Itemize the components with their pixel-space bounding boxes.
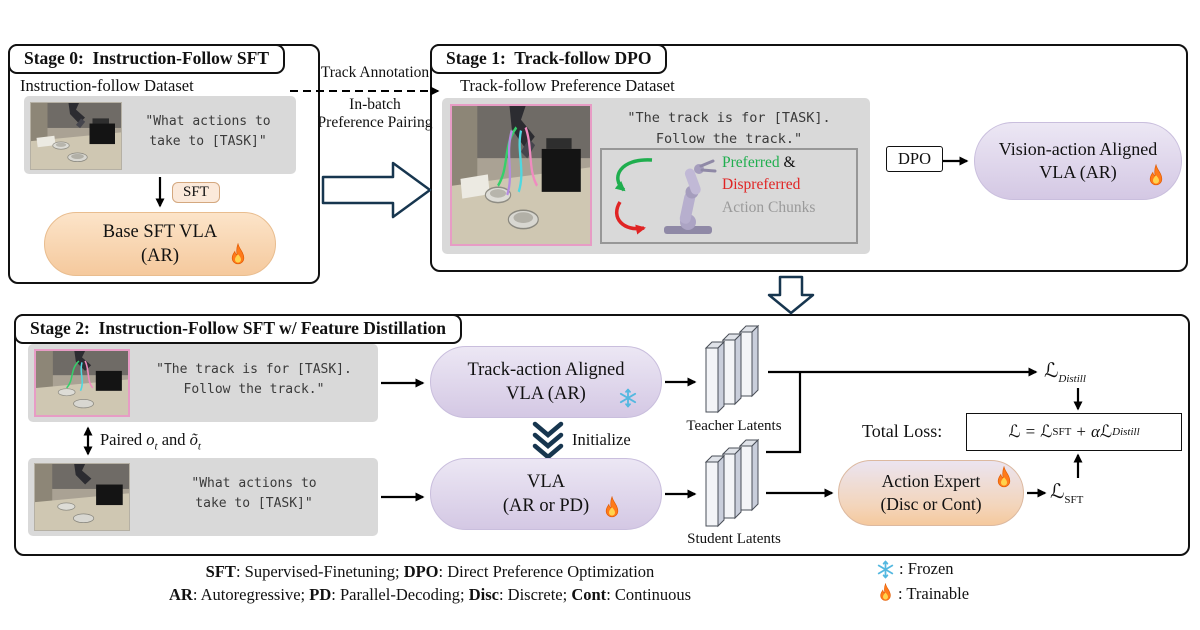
sft-subscript: SFT bbox=[1052, 426, 1072, 438]
teacher-latents-label: Teacher Latents bbox=[686, 418, 782, 434]
distill-subscript: Distill bbox=[1058, 373, 1086, 385]
stage1-dataset-label: Track-follow Preference Dataset bbox=[460, 76, 675, 95]
legend-disc-def: : Discrete; bbox=[498, 585, 572, 604]
legend-disc-key: Disc bbox=[468, 585, 499, 604]
stage1-track-prompt: "The track is for [TASK]. Follow the tra… bbox=[627, 110, 831, 147]
legend-dpo-key: DPO bbox=[403, 562, 439, 581]
student-vla-pill: VLA (AR or PD) bbox=[430, 458, 662, 530]
stage0-instruction-prompt: "What actions to take to [TASK]" bbox=[145, 114, 271, 150]
paired-otilde-symbol: õ bbox=[189, 430, 198, 449]
robot-track-scene-image bbox=[450, 104, 592, 246]
preferred-text: Preferred bbox=[722, 154, 780, 171]
legend-trainable: : Trainable bbox=[877, 583, 969, 604]
legend-dpo-def: : Direct Preference Optimization bbox=[438, 562, 655, 581]
vision-action-aligned-vla-label: Vision-action Aligned VLA (AR) bbox=[998, 138, 1158, 182]
script-l-symbol: ℒ bbox=[1099, 422, 1113, 442]
stage2-title: Stage 2: Instruction-Follow SFT w/ Featu… bbox=[14, 314, 462, 344]
initialize-label: Initialize bbox=[572, 430, 631, 449]
preferred-label: Preferred & bbox=[722, 154, 796, 172]
dpo-badge: DPO bbox=[886, 146, 944, 172]
dispreferred-label: Dispreferred bbox=[722, 176, 801, 193]
robot-track-scene-image bbox=[34, 349, 130, 417]
distill-loss-label: ℒDistill bbox=[1044, 358, 1086, 385]
paired-otilde-subscript: t bbox=[197, 440, 201, 453]
legend-cont-key: Cont bbox=[571, 585, 607, 604]
script-l-symbol: ℒ bbox=[1008, 422, 1021, 442]
stage2-track-prompt: "The track is for [TASK]. Follow the tra… bbox=[156, 362, 352, 398]
track-action-aligned-vla-label: Track-action Aligned VLA (AR) bbox=[467, 359, 625, 404]
in-batch-label: In-batch bbox=[349, 96, 401, 113]
paired-observations-label: Paired ot and õt bbox=[100, 430, 201, 452]
fire-icon bbox=[1149, 164, 1163, 186]
student-vla-label: VLA (AR or PD) bbox=[502, 471, 590, 516]
snowflake-icon bbox=[619, 388, 637, 408]
track-action-aligned-vla-pill: Track-action Aligned VLA (AR) bbox=[430, 346, 662, 418]
plus-sign: + bbox=[1076, 422, 1086, 441]
stage0-title: Stage 0: Instruction-Follow SFT bbox=[8, 44, 285, 74]
track-annotation-label: Track Annotation bbox=[320, 64, 430, 81]
legend-pd-def: : Parallel-Decoding; bbox=[331, 585, 469, 604]
sft-badge: SFT bbox=[172, 182, 220, 203]
legend-pd-key: PD bbox=[309, 585, 332, 604]
legend-sft-def: : Supervised-Finetuning; bbox=[235, 562, 404, 581]
paired-o-subscript: t bbox=[154, 440, 158, 453]
base-sft-vla-label: Base SFT VLA (AR) bbox=[102, 221, 218, 266]
teacher-latents-stack bbox=[704, 324, 760, 414]
alpha-symbol: α bbox=[1090, 422, 1100, 441]
legend-sft-key: SFT bbox=[205, 562, 236, 581]
action-chunk-arrows-icon bbox=[614, 158, 653, 235]
legend-frozen: : Frozen bbox=[876, 559, 954, 579]
legend-trainable-text: : Trainable bbox=[898, 583, 970, 603]
stage0-dataset-label: Instruction-follow Dataset bbox=[20, 76, 194, 95]
legend-line-2: AR: Autoregressive; PD: Parallel-Decodin… bbox=[30, 585, 830, 605]
fire-icon bbox=[605, 496, 619, 518]
action-expert-pill: Action Expert (Disc or Cont) bbox=[838, 460, 1024, 526]
base-sft-vla-pill: Base SFT VLA (AR) bbox=[44, 212, 276, 276]
legend-ar-key: AR bbox=[168, 585, 193, 604]
student-latents-stack bbox=[704, 438, 760, 528]
script-l-symbol: ℒ bbox=[1044, 358, 1059, 382]
legend-ar-def: : Autoregressive; bbox=[192, 585, 310, 604]
paired-and-text: and bbox=[161, 430, 186, 449]
stage1-title: Stage 1: Track-follow DPO bbox=[430, 44, 668, 74]
preference-pairing-label: Preference Pairing bbox=[317, 114, 433, 131]
sft-subscript: SFT bbox=[1064, 494, 1084, 506]
fire-icon bbox=[997, 466, 1011, 488]
total-loss-caption: Total Loss: bbox=[862, 421, 943, 441]
paired-prefix-text: Paired bbox=[100, 430, 143, 449]
student-latents-label: Student Latents bbox=[687, 531, 781, 547]
paired-o-symbol: o bbox=[146, 430, 155, 449]
robot-arm-icon bbox=[664, 159, 717, 234]
fire-icon bbox=[231, 243, 245, 265]
distill-subscript: Distill bbox=[1112, 426, 1140, 438]
stage2-instruction-prompt: "What actions to take to [TASK]" bbox=[191, 476, 317, 512]
ampersand-text: & bbox=[779, 154, 796, 171]
legend-line-1: SFT: Supervised-Finetuning; DPO: Direct … bbox=[30, 562, 830, 582]
equals-sign: = bbox=[1025, 422, 1036, 441]
action-chunks-label: Action Chunks bbox=[722, 199, 816, 216]
robot-workspace-image bbox=[34, 463, 130, 531]
sft-loss-label: ℒSFT bbox=[1050, 479, 1083, 506]
legend-cont-def: : Continuous bbox=[606, 585, 691, 604]
action-expert-label: Action Expert (Disc or Cont) bbox=[880, 471, 982, 514]
vision-action-aligned-vla-pill: Vision-action Aligned VLA (AR) bbox=[974, 122, 1182, 200]
script-l-symbol: ℒ bbox=[1040, 422, 1053, 442]
script-l-symbol: ℒ bbox=[1050, 479, 1065, 503]
snowflake-icon bbox=[877, 560, 894, 578]
robot-workspace-image bbox=[30, 102, 122, 170]
fire-icon bbox=[880, 583, 891, 601]
legend-frozen-text: : Frozen bbox=[899, 559, 954, 578]
